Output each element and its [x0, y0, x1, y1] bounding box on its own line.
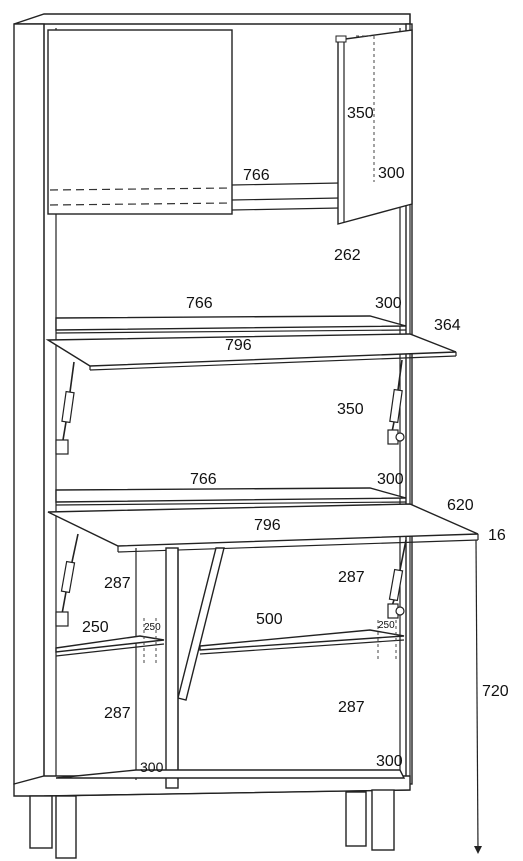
bottom-shelf [55, 769, 406, 779]
dim-upper-gap: 262 [334, 247, 361, 264]
dim-small-shelf-left: 250 [82, 619, 109, 636]
dim-small-shelf-right: 500 [256, 611, 283, 628]
left-side-panel [13, 23, 45, 785]
dim-left-upper-height: 287 [104, 575, 131, 592]
dim-mid-depth: 300 [375, 295, 402, 312]
arrow-down-icon [474, 846, 482, 854]
center-divider [165, 547, 179, 789]
upper-flap [45, 333, 457, 367]
dim-small-shelf-left-depth: 250 [144, 622, 161, 633]
gas-strut-left-lower [55, 533, 79, 627]
gas-strut-left-upper [55, 361, 75, 455]
dim-top-door-height: 350 [347, 105, 374, 122]
dim-top-depth: 300 [378, 165, 405, 182]
small-shelf-left [55, 635, 165, 653]
dim-left-lower-height: 287 [104, 705, 131, 722]
small-shelf-right [199, 629, 405, 651]
dim-mid-height: 350 [337, 401, 364, 418]
desk-support [177, 547, 225, 701]
dim-bottom-depth-right: 300 [376, 753, 403, 770]
dim-desk-width: 796 [254, 517, 281, 534]
dim-upper-flap-width: 796 [225, 337, 252, 354]
dim-mid-shelf-width: 766 [186, 295, 213, 312]
gas-strut-right-upper [387, 359, 405, 445]
leg-front-left [29, 795, 53, 849]
lower-shelf [55, 487, 407, 503]
dim-small-shelf-right-depth: 250 [378, 620, 395, 631]
dim-desk-depth: 620 [447, 497, 474, 514]
dim-bottom-depth-left: 300 [140, 759, 164, 775]
top-board [13, 13, 411, 25]
dim-right-lower-height: 287 [338, 699, 365, 716]
leg-back-right [345, 791, 367, 847]
dim-desk-height: 720 [482, 683, 509, 700]
dim-right-upper-height: 287 [338, 569, 365, 586]
leg-front-right [371, 789, 395, 851]
upper-shelf [55, 315, 407, 331]
dim-upper-flap-depth: 364 [434, 317, 461, 334]
dim-lower-shelf-width: 766 [190, 471, 217, 488]
upper-right-door-open [337, 29, 413, 225]
dim-lower-depth: 300 [377, 471, 404, 488]
leg-back-left [55, 795, 77, 859]
desk-height-line [475, 539, 479, 851]
dim-top-shelf-width: 766 [243, 167, 270, 184]
upper-left-door [47, 29, 233, 215]
gas-strut-right-lower [387, 539, 407, 619]
dim-desk-thickness: 16 [488, 527, 506, 544]
